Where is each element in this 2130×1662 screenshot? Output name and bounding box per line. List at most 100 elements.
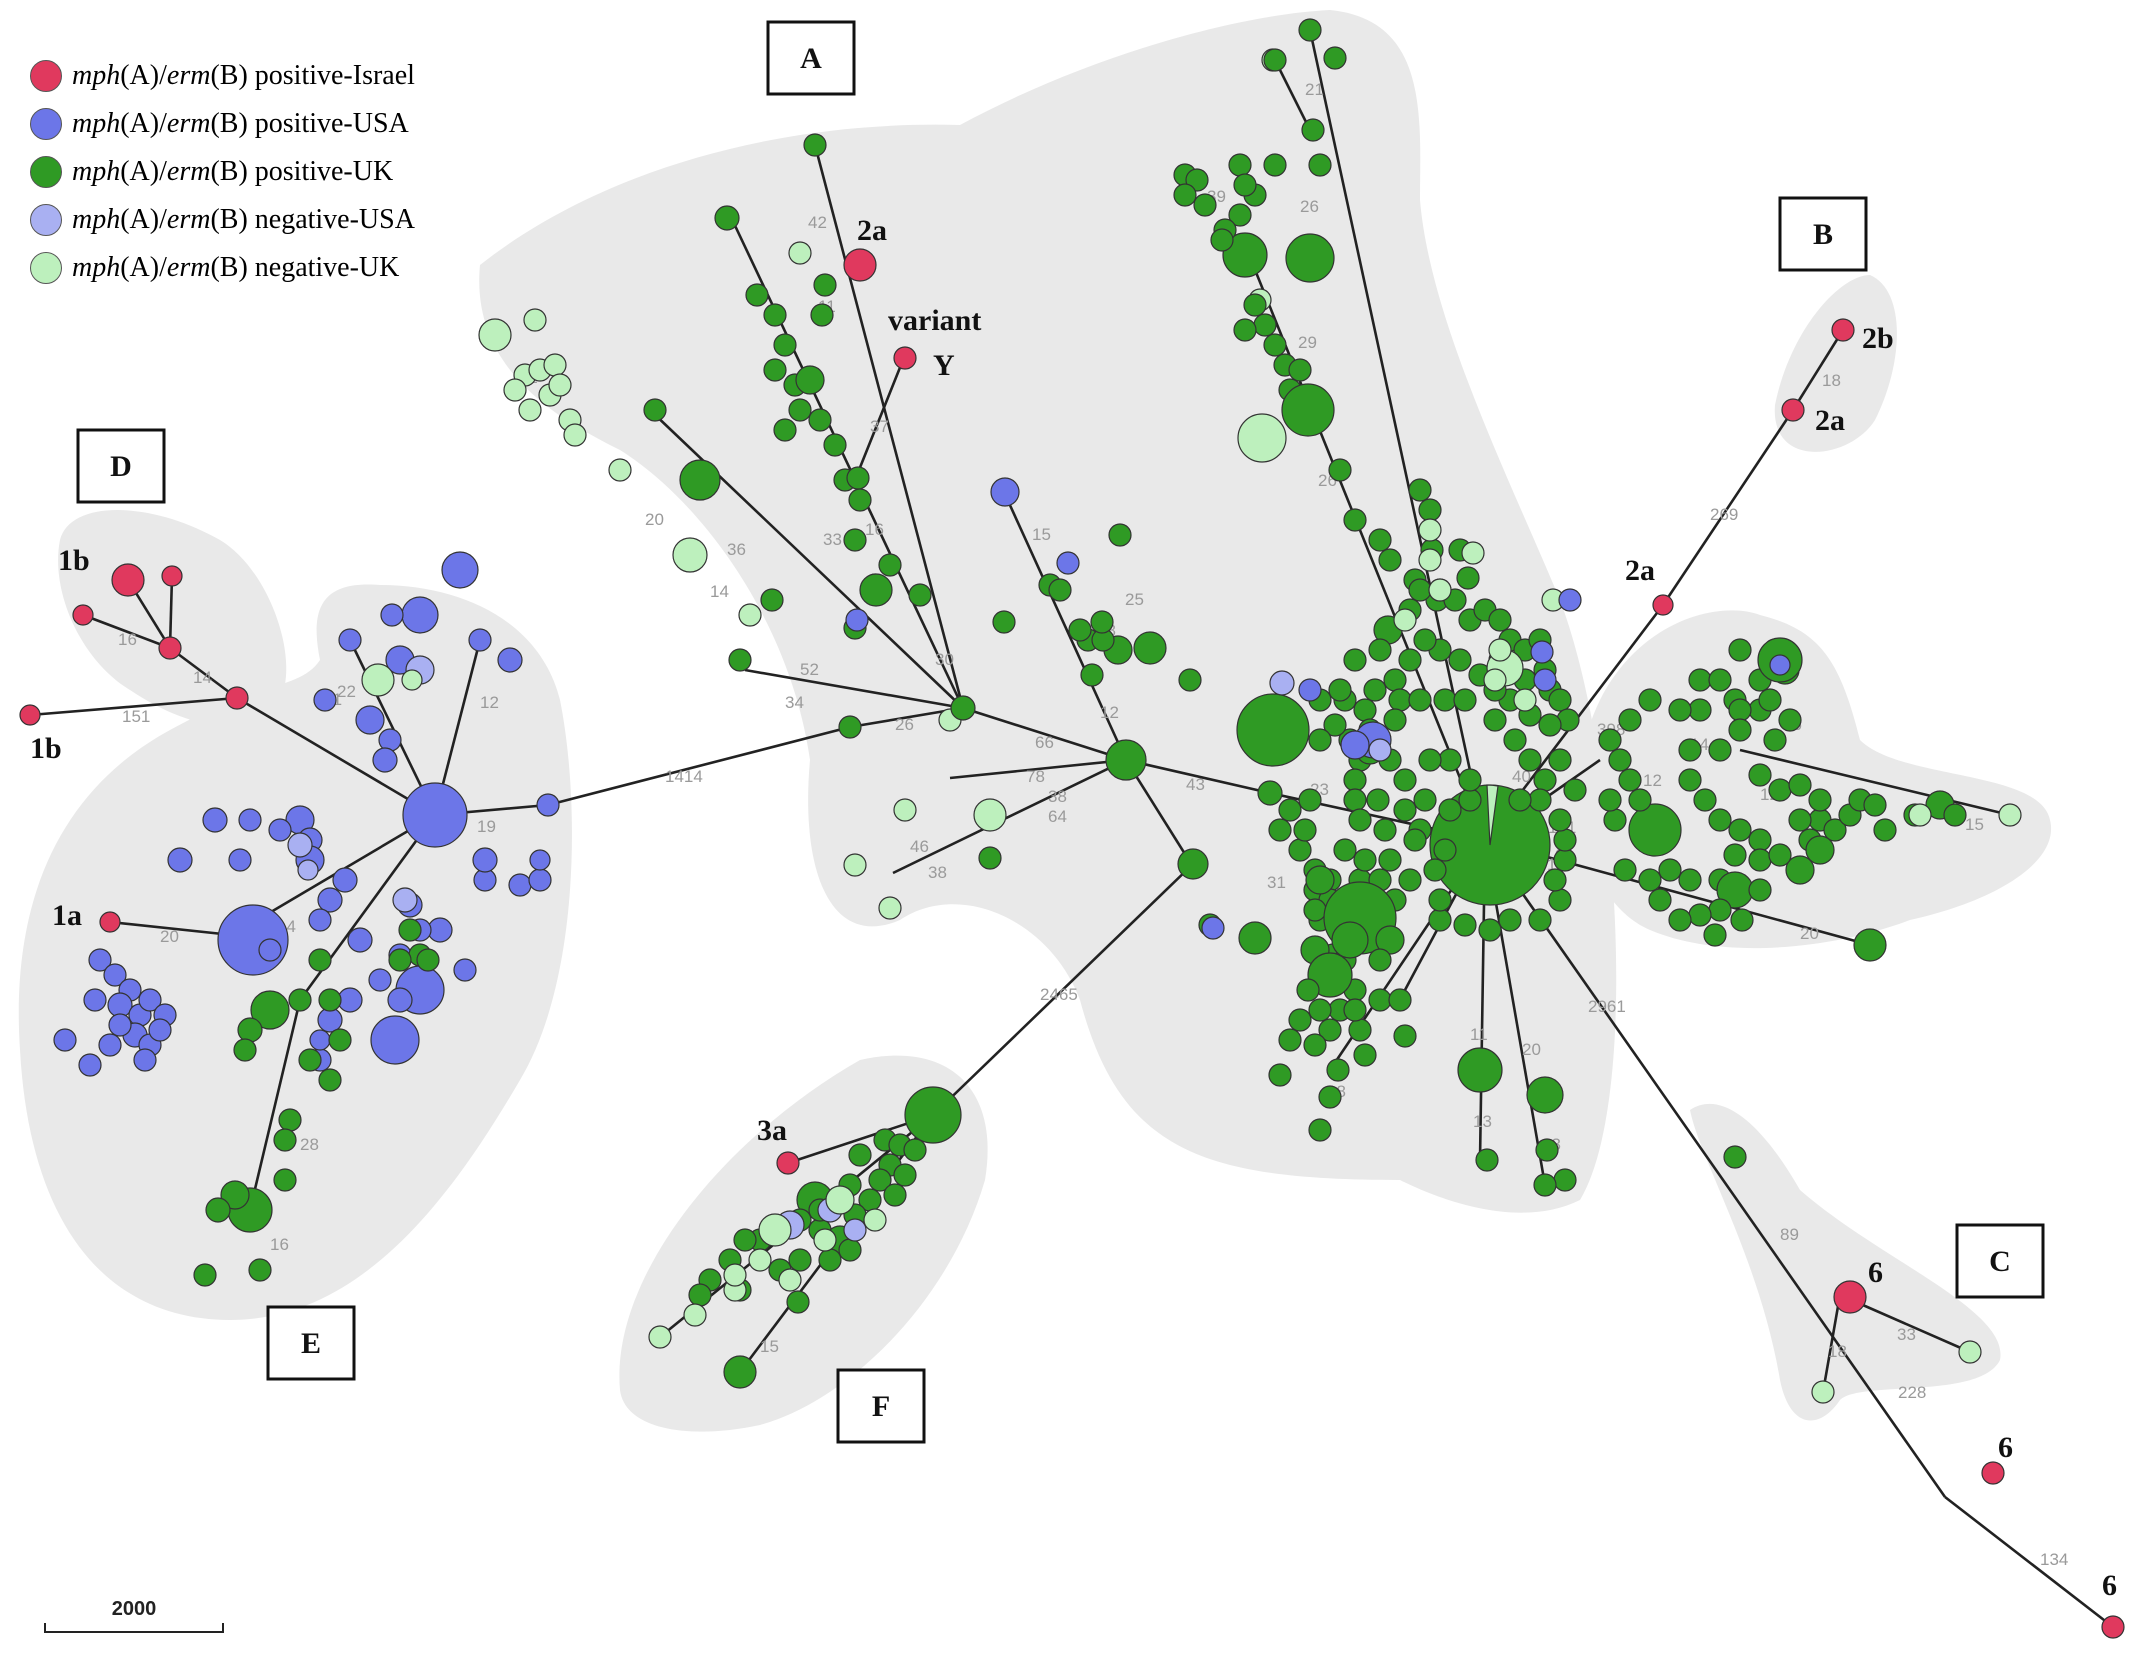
tree-node (1730, 908, 1754, 932)
tree-node (795, 365, 825, 395)
cluster-a-box (766, 20, 856, 96)
tree-node (1178, 668, 1202, 692)
tree-node (1243, 293, 1267, 317)
tree-node (1613, 858, 1637, 882)
cluster-b-label: B (1813, 218, 1833, 251)
cluster-e-label: E (301, 1327, 321, 1360)
tree-node (1652, 594, 1674, 616)
tree-node (380, 603, 404, 627)
tree-node (328, 1028, 352, 1052)
label-6-third: 6 (2102, 1569, 2117, 1602)
tree-node (1863, 793, 1887, 817)
tree-node (1708, 668, 1732, 692)
tree-node (1563, 778, 1587, 802)
tree-nodes (19, 18, 2125, 1639)
tree-node (518, 398, 542, 422)
tree-node (1728, 718, 1752, 742)
tree-node (72, 604, 94, 626)
tree-node (1483, 668, 1507, 692)
edge-label-14a: 14 (710, 582, 729, 601)
tree-node (1438, 748, 1462, 772)
edge-label-2961: 2961 (1588, 997, 1626, 1016)
edge-label-89: 89 (1780, 1225, 1799, 1244)
tree-node (1298, 678, 1322, 702)
label-1b-cluster-d: 1b (58, 544, 90, 577)
tree-node (1228, 153, 1252, 177)
tree-node (1278, 798, 1302, 822)
edge-label-31: 31 (1267, 873, 1286, 892)
tree-node (1998, 803, 2022, 827)
tree-node (1201, 916, 1225, 940)
tree-node (825, 1185, 855, 1215)
tree-node (723, 1263, 747, 1287)
tree-node (1269, 670, 1295, 696)
edge-label-12a: 12 (1100, 703, 1119, 722)
legend-label-status: positive-USA (247, 108, 409, 139)
scale-bar-label: 2000 (111, 1598, 157, 1620)
tree-node (148, 1018, 172, 1042)
tree-node (1368, 528, 1392, 552)
tree-node (843, 853, 867, 877)
tree-node (672, 537, 708, 573)
edge-label-64: 64 (1048, 807, 1067, 826)
tree-node (1748, 848, 1772, 872)
tree-node (1308, 728, 1332, 752)
tree-node (1418, 548, 1442, 572)
tree-node (1528, 788, 1552, 812)
tree-node (1638, 868, 1662, 892)
edge-label-66: 66 (1035, 733, 1054, 752)
tree-node (401, 596, 439, 634)
tree-node (1456, 566, 1480, 590)
tree-node (338, 628, 362, 652)
tree-node (776, 1151, 800, 1175)
tree-node (763, 358, 787, 382)
edge-label-20a: 20 (645, 510, 664, 529)
tree-node (1475, 1148, 1499, 1172)
tree-node (1340, 730, 1370, 760)
legend-label-gene2: erm (166, 252, 211, 283)
edge-label-12e: 12 (480, 693, 499, 712)
tree-node (1785, 855, 1815, 885)
tree-node (1548, 888, 1572, 912)
tree-node (1553, 828, 1577, 852)
tree-node (1378, 848, 1402, 872)
tree-node (1343, 508, 1367, 532)
edge-label-38b: 38 (928, 863, 947, 882)
tree-node (1105, 739, 1147, 781)
tree-node (468, 628, 492, 652)
cluster-c-hull (1690, 1103, 2001, 1421)
tree-node (1368, 738, 1392, 762)
tree-node (1288, 358, 1312, 382)
tree-node (990, 477, 1020, 507)
tree-node (1958, 1340, 1982, 1364)
tree-node (1688, 698, 1712, 722)
tree-node (1708, 898, 1732, 922)
tree-node (818, 1248, 842, 1272)
tree-node (441, 551, 479, 589)
legend-item: mph(A)/erm(B) positive-UK (30, 148, 415, 196)
legend-label-gene2: erm (166, 60, 211, 91)
tree-node (1678, 768, 1702, 792)
tree-node (1133, 631, 1167, 665)
tree-node (893, 1163, 917, 1187)
tree-node (523, 308, 547, 332)
tree-node (859, 573, 893, 607)
tree-node (1598, 788, 1622, 812)
tree-node (1348, 808, 1372, 832)
tree-node (387, 987, 413, 1013)
edge-label-34: 34 (785, 693, 804, 712)
edge-label-16e: 16 (270, 1235, 289, 1254)
tree-node (1763, 728, 1787, 752)
tree-node (1658, 858, 1682, 882)
edge-label-1414: 1414 (665, 767, 703, 786)
tree-node (205, 1197, 231, 1223)
tree-node (1408, 478, 1432, 502)
tree-node (1368, 948, 1392, 972)
label-2b-cluster-b: 2b (1862, 322, 1894, 355)
tree-node (298, 1048, 322, 1072)
edge-label-11c: 11 (1470, 1025, 1488, 1044)
tree-node (1263, 48, 1287, 72)
tree-node (167, 847, 193, 873)
tree-node (838, 715, 862, 739)
tree-node (1343, 998, 1367, 1022)
